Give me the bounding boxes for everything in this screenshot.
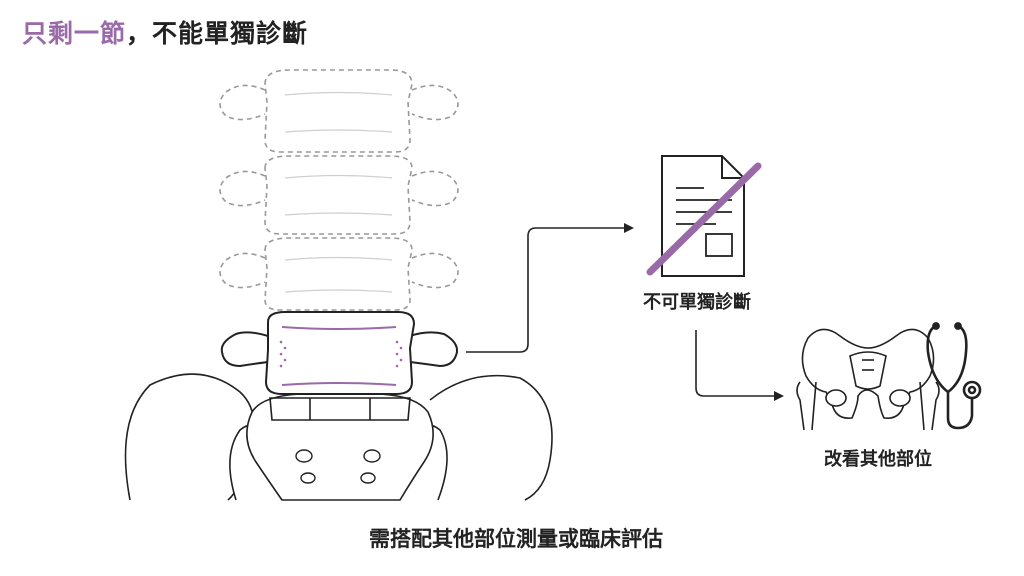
right-transverse-process [409, 331, 459, 368]
vertebra-dots [279, 340, 403, 368]
remaining-vertebra-endplates [281, 326, 397, 386]
title-highlight: 只剩一節 [22, 19, 127, 48]
vertebral-body [264, 311, 416, 395]
pelvis-icon [796, 328, 940, 431]
diagram-title: 只剩一節，不能單獨診斷 [22, 14, 308, 50]
pelvis [124, 373, 553, 501]
right-iliac-wing [429, 374, 553, 501]
arrow-to-pelvis [695, 330, 784, 401]
stethoscope-icon [926, 322, 982, 430]
missing-vertebra-1 [219, 69, 459, 153]
sacrum-top [269, 397, 411, 421]
label-no-single-diagnosis: 不可單獨診斷 [643, 292, 751, 313]
remaining-vertebra [220, 311, 459, 395]
label-check-other-parts: 改看其他部位 [824, 449, 932, 470]
strike-through-slash [646, 162, 762, 276]
left-transverse-process [220, 331, 269, 368]
sacrum [246, 393, 434, 501]
arrow-to-document [466, 223, 634, 353]
diagram-caption: 需搭配其他部位測量或臨床評估 [369, 527, 663, 551]
missing-vertebra-2 [219, 155, 459, 235]
missing-vertebrae-inner-lines [284, 91, 393, 293]
missing-vertebrae [219, 69, 459, 311]
title-rest: ，不能單獨診斷 [126, 19, 309, 48]
sacral-foramina [295, 449, 381, 484]
missing-vertebra-3 [219, 237, 459, 311]
